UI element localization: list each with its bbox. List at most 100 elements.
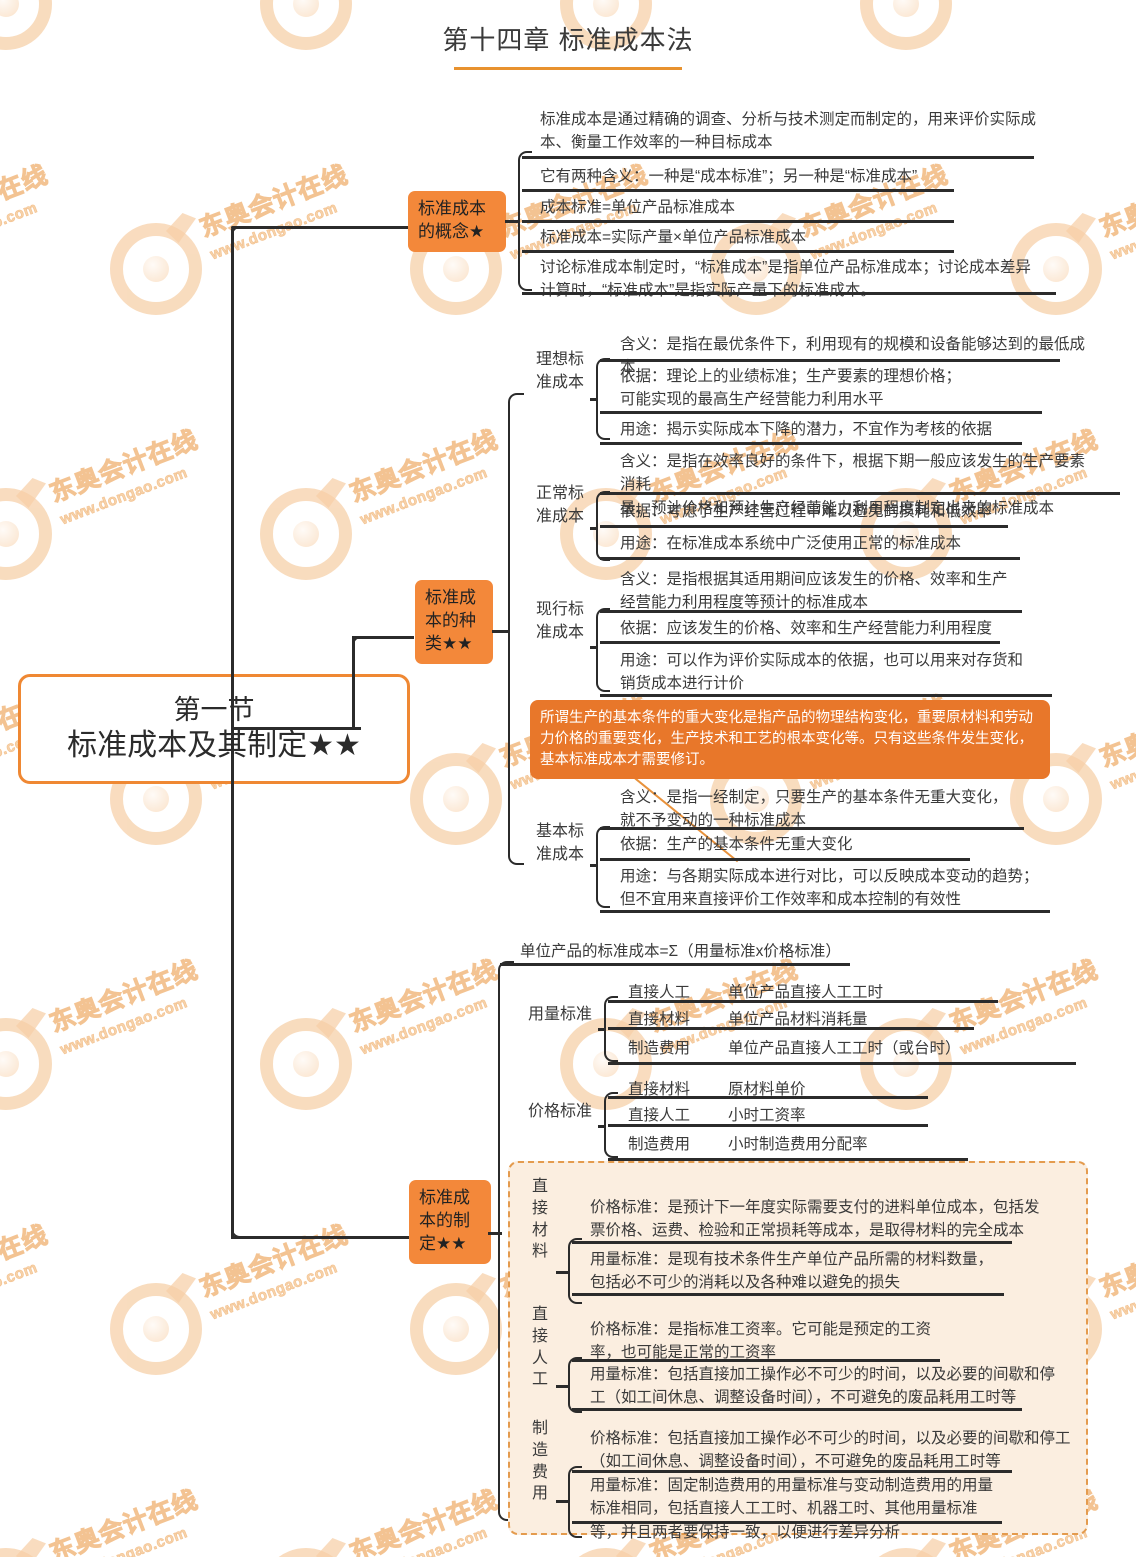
detail-2-item-0-underline — [572, 1470, 1012, 1473]
matrix-0-row-0-underline — [608, 1000, 998, 1003]
root-node[interactable]: 第一节 标准成本及其制定★★ — [18, 674, 410, 784]
concept-item-3-underline — [522, 250, 954, 253]
formulation-formula-underline — [500, 963, 850, 966]
detail-1-item-1-underline — [572, 1408, 1022, 1411]
bracket-detail-group-1 — [568, 1357, 582, 1413]
chip2-connector — [492, 630, 510, 633]
type-group-3-connector — [590, 864, 598, 867]
trunk-stub-chip2-corner — [352, 636, 365, 649]
matrix-1-row-2-underline — [608, 1158, 968, 1161]
type-2-item-2: 用途：可以作为评价实际成本的依据，也可以用来对存货和 销货成本进行计价 — [620, 652, 1024, 693]
detail-2-item-0: 价格标准：包括直接加工操作必不可少的时间，以及必要的间歇和停工 （如工间休息、调… — [590, 1430, 1071, 1471]
page-title-text: 第十四章 标准成本法 — [442, 25, 694, 55]
trunk-corner-top — [231, 226, 245, 240]
branch-chip-types[interactable]: 标准成 本的种 类★★ — [415, 580, 493, 664]
matrix-0-row-1-underline — [608, 1027, 974, 1030]
detail-0-item-0-underline — [572, 1241, 1012, 1244]
detail-group-2-name: 制造费用 — [531, 1420, 548, 1503]
matrix-0-row-0-value: 单位产品直接人工工时 — [728, 984, 884, 1001]
concept-item-4: 讨论标准成本制定时，“标准成本”是指单位产品标准成本；讨论成本差异 计算时，“标… — [540, 259, 1031, 300]
matrix-1-row-2-value: 小时制造费用分配率 — [728, 1136, 868, 1153]
type-0-item-2-underline — [600, 442, 1022, 445]
trunk-corner-bottom — [231, 1224, 245, 1238]
concept-item-4-underline — [522, 292, 1056, 295]
detail-group-1-name: 直接人工 — [531, 1306, 548, 1389]
type-group-0-connector — [590, 398, 598, 401]
trunk-stub-chip2 — [352, 636, 355, 728]
branch-chip-concept[interactable]: 标准成本 的概念★ — [408, 191, 506, 252]
branch-chip-formulation[interactable]: 标准成 本的制 定★★ — [409, 1180, 491, 1264]
type-1-item-2-underline — [600, 557, 1020, 560]
detail-0-item-0: 价格标准：是预计下一年度实际需要支付的进料单位成本，包括发 票价格、运费、检验和… — [590, 1199, 1040, 1240]
type-2-item-2-underline — [600, 694, 1052, 697]
type-1-item-1-underline — [600, 525, 1008, 528]
type-1-item-2: 用途：在标准成本系统中广泛使用正常的标准成本 — [620, 535, 962, 552]
type-0-item-0: 含义：是指在最优条件下，利用现有的规模和设备能够达到的最低成本 — [620, 336, 1086, 377]
bracket-formulation-outer — [498, 961, 514, 1521]
detail-group-1-connector — [556, 1385, 570, 1388]
type-0-item-0-underline — [600, 359, 1060, 362]
detail-0-item-1-underline — [572, 1293, 1004, 1296]
type-3-item-1-underline — [600, 858, 970, 861]
type-2-item-0-underline — [600, 610, 1022, 613]
chip3-connector — [488, 1232, 502, 1235]
matrix-group-0-name: 用量标准 — [527, 1006, 592, 1023]
type-3-item-2: 用途：与各期实际成本进行对比，可以反映成本变动的趋势； 但不宜用来直接评价工作效… — [620, 868, 1039, 909]
type-group-2-connector — [590, 646, 598, 649]
detail-1-item-0: 价格标准：是指标准工资率。它可能是预定的工资 率，也可能是正常的工资率 — [590, 1321, 932, 1362]
concept-item-1: 它有两种含义：一种是“成本标准”；另一种是“标准成本” — [540, 168, 918, 185]
type-group-2-name: 现行标 准成本 — [535, 601, 584, 642]
type-3-item-1: 依据：生产的基本条件无重大变化 — [620, 836, 853, 853]
formulation-formula: 单位产品的标准成本=Σ（用量标准x价格标准） — [520, 943, 841, 960]
matrix-1-row-0-value: 原材料单价 — [728, 1081, 806, 1098]
types-callout: 所谓生产的基本条件的重大变化是指产品的物理结构变化，重要原材料和劳动 力价格的重… — [530, 700, 1050, 780]
matrix-0-row-2-value: 单位产品直接人工工时（或台时） — [728, 1040, 961, 1057]
concept-item-0: 标准成本是通过精确的调查、分析与技术测定而制定的，用来评价实际成 本、衡量工作效… — [540, 111, 1037, 152]
type-0-item-1-underline — [600, 411, 1042, 414]
matrix-group-1-connector — [598, 1125, 606, 1128]
type-group-1-name: 正常标 准成本 — [535, 485, 584, 526]
concept-item-3: 标准成本=实际产量×单位产品标准成本 — [540, 229, 807, 246]
matrix-0-row-2-underline — [608, 1062, 1076, 1065]
trunk-arm-top — [231, 226, 411, 229]
matrix-group-0-connector — [598, 1028, 606, 1031]
concept-item-0-underline — [522, 156, 1034, 159]
bracket-concept — [518, 151, 532, 291]
bracket-type-group-3 — [596, 826, 610, 908]
type-2-item-1: 依据：应该发生的价格、效率和生产经营能力利用程度 — [620, 620, 993, 637]
matrix-1-row-2-key: 制造费用 — [628, 1136, 691, 1153]
type-2-item-0: 含义：是指根据其适用期间应该发生的价格、效率和生产 经营能力利用程度等预计的标准… — [620, 571, 1008, 612]
concept-item-2: 成本标准=单位产品标准成本 — [540, 199, 736, 216]
type-3-item-2-underline — [600, 910, 1050, 913]
branch-chip-formulation-label: 标准成 本的制 定★★ — [419, 1188, 470, 1253]
detail-group-2-connector — [556, 1500, 570, 1503]
trunk-arm-bottom — [231, 1236, 411, 1239]
detail-group-0-name: 直接材料 — [531, 1178, 548, 1261]
matrix-0-row-0-key: 直接人工 — [628, 984, 691, 1001]
trunk-vertical — [231, 228, 234, 1238]
trunk-to-chip2 — [352, 636, 414, 639]
detail-group-0-connector — [556, 1271, 570, 1274]
type-0-item-2: 用途：揭示实际成本下降的潜力，不宜作为考核的依据 — [620, 421, 993, 438]
type-group-0-name: 理想标 准成本 — [535, 351, 584, 392]
title-underline — [454, 67, 682, 70]
bracket-detail-group-2 — [568, 1466, 582, 1538]
matrix-0-row-2-key: 制造费用 — [628, 1040, 691, 1057]
matrix-1-row-1-underline — [608, 1124, 928, 1127]
type-3-item-0: 含义：是指一经制定，只要生产的基本条件无重大变化， 就不予变动的一种标准成本 — [620, 789, 1008, 830]
bracket-types-outer — [508, 393, 524, 865]
detail-2-item-1-underline — [572, 1521, 1002, 1524]
concept-item-2-underline — [522, 220, 954, 223]
matrix-1-row-1-key: 直接人工 — [628, 1107, 691, 1124]
branch-chip-types-label: 标准成 本的种 类★★ — [425, 588, 476, 653]
bracket-type-group-2 — [596, 608, 610, 692]
detail-0-item-1: 用量标准：是现有技术条件生产单位产品所需的材料数量， 包括必不可少的消耗以及各种… — [590, 1251, 994, 1292]
trunk-arm-mid — [231, 727, 361, 730]
detail-1-item-0-underline — [572, 1359, 940, 1362]
type-1-item-1: 依据：考虑了生产经营过程中难以避免的损耗和低效率 — [620, 503, 993, 520]
type-3-item-0-underline — [600, 827, 1024, 830]
type-2-item-1-underline — [600, 641, 1000, 644]
chip1-connector — [505, 220, 519, 223]
matrix-1-row-1-value: 小时工资率 — [728, 1107, 806, 1124]
